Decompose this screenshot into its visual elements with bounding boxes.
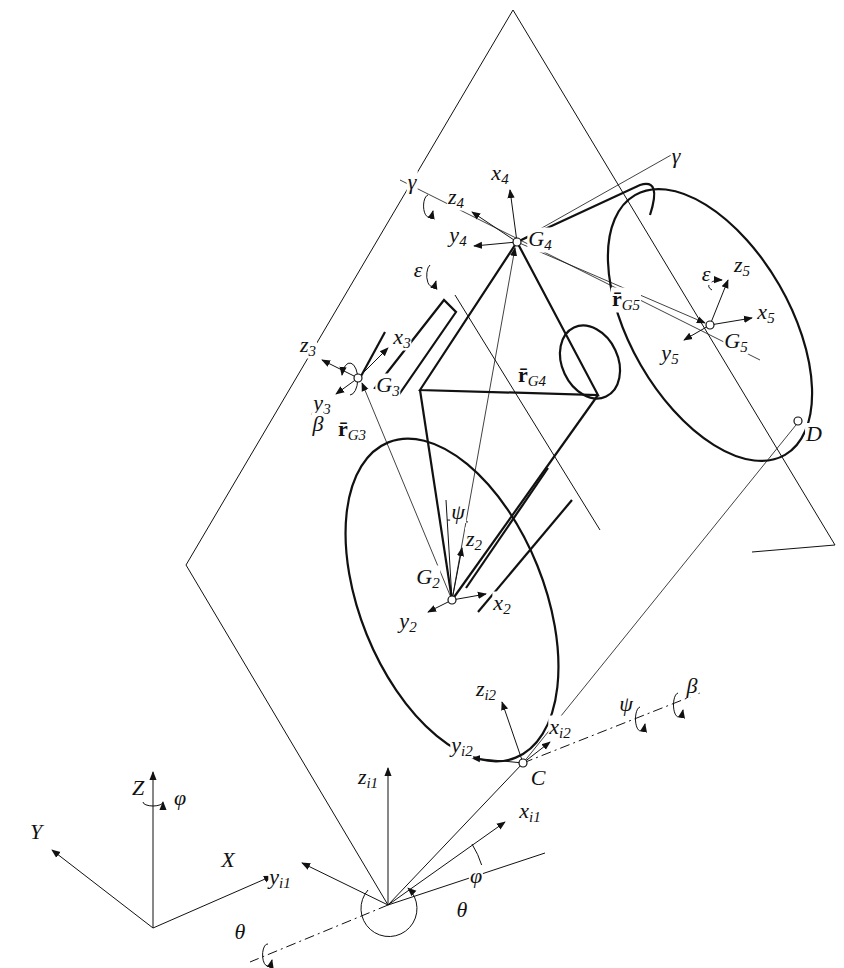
axis-label: r̄G3 xyxy=(337,418,367,443)
axis-label: x3 xyxy=(392,326,411,351)
axis-label: C xyxy=(530,767,547,789)
axis-label: r̄G4 xyxy=(517,364,547,389)
axis-label: G2 xyxy=(415,566,440,591)
axis-label: β xyxy=(312,413,325,435)
axis-label: z2 xyxy=(465,528,483,553)
axis-label: yi2 xyxy=(450,734,473,759)
axis-label: φ xyxy=(173,787,187,809)
axis-label: y4 xyxy=(448,224,467,249)
axis-label: y5 xyxy=(660,342,679,367)
axis-label: G4 xyxy=(527,228,552,253)
axis-label: y2 xyxy=(398,610,417,635)
axis-label: X xyxy=(220,849,235,871)
axis-label: z4 xyxy=(447,186,465,211)
axis-label: γ xyxy=(671,145,682,167)
axis-label: γ xyxy=(407,171,418,193)
axis-label: ε xyxy=(701,263,712,285)
axis-label: yi1 xyxy=(268,866,291,891)
axis-label: φ xyxy=(469,865,483,887)
axis-label: x4 xyxy=(490,162,509,187)
axis-label: x5 xyxy=(756,301,775,326)
axis-label: β xyxy=(686,675,699,697)
axis-label: ψ xyxy=(618,693,634,715)
axis-label: zi2 xyxy=(475,678,497,703)
axis-label: θ xyxy=(234,921,247,943)
axis-label: ε xyxy=(413,259,424,281)
axis-label: θ xyxy=(456,899,469,921)
axis-label: G3 xyxy=(375,374,400,399)
axis-label: Y xyxy=(29,821,43,843)
axis-label: Z xyxy=(131,777,145,799)
axis-label: r̄G5 xyxy=(611,288,641,313)
axis-label: G5 xyxy=(723,330,748,355)
axis-label: z3 xyxy=(299,334,317,359)
axis-label: ψ xyxy=(450,501,466,523)
axis-label: z5 xyxy=(733,254,751,279)
axis-label: xi1 xyxy=(518,800,541,825)
axis-label: x2 xyxy=(492,592,511,617)
axis-label: xi2 xyxy=(548,716,571,741)
axis-label: zi1 xyxy=(357,766,379,791)
axis-label: D xyxy=(805,423,823,445)
